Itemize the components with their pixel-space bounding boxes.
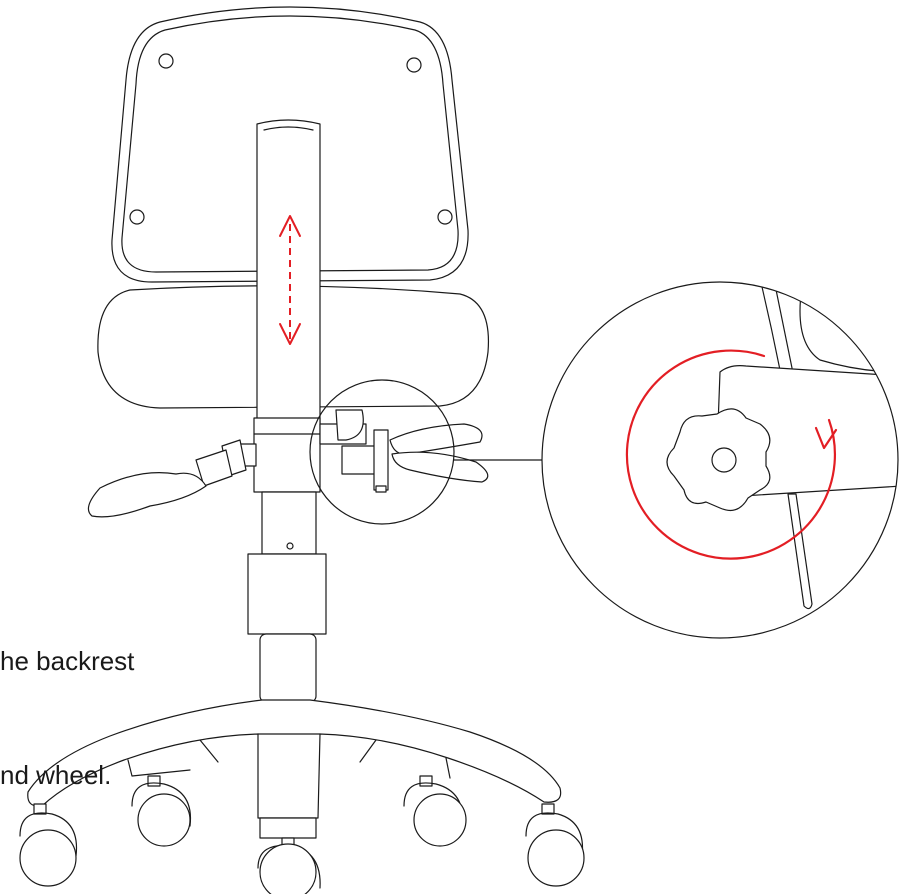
- chair-base: [27, 699, 562, 839]
- caption-line-1: he backrest: [0, 646, 135, 676]
- gas-cylinder: [247, 553, 327, 703]
- screw-icon: [129, 209, 145, 225]
- caster: [19, 803, 78, 887]
- backrest-post: [256, 119, 321, 431]
- height-arrow-icon: [279, 215, 301, 345]
- backrest-knob-assembly: [319, 409, 389, 493]
- caption-line-2: nd wheel.: [0, 760, 112, 790]
- screw-icon: [158, 53, 174, 69]
- screw-icon: [437, 209, 453, 225]
- caster: [525, 803, 585, 887]
- caster: [131, 775, 192, 847]
- zoom-detail: [541, 281, 899, 639]
- rotation-arrow-icon: [625, 349, 838, 560]
- seat-mechanism: [253, 417, 321, 555]
- right-lever: [389, 423, 489, 483]
- instruction-caption: he backrest nd wheel.: [0, 566, 134, 832]
- caster: [257, 837, 321, 894]
- screw-icon: [406, 57, 422, 73]
- caster: [403, 775, 467, 847]
- left-lever: [87, 439, 257, 518]
- detail-highlight-circle: [309, 379, 455, 525]
